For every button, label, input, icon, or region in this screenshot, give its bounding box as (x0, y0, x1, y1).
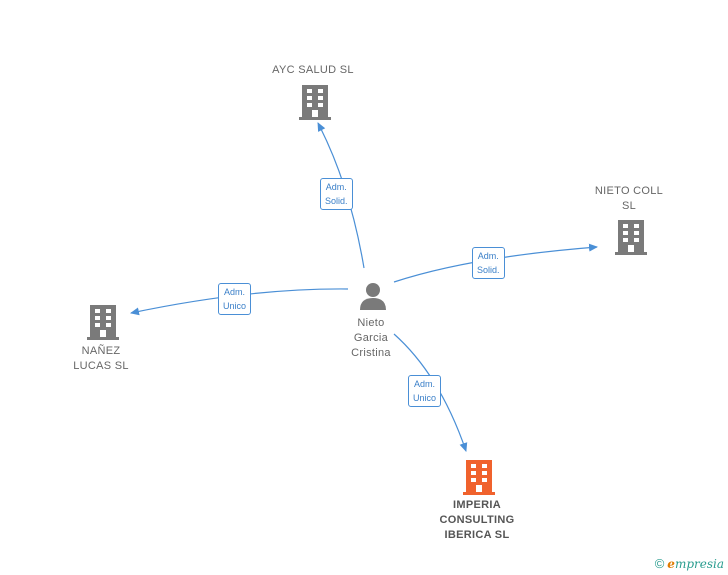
person-name-line-1: Nieto (357, 317, 385, 329)
company-name-line-3: IBERICA SL (444, 529, 510, 541)
company-name-line-2: CONSULTING (439, 514, 515, 526)
person-name-line-2: Garcia (353, 332, 389, 344)
company-label-nanez-lucas[interactable]: NAÑEZ LUCAS SL (56, 344, 146, 374)
empresia-logo: empresia (667, 557, 724, 571)
edge-label-nieto-coll[interactable]: Adm. Solid. (472, 247, 505, 279)
company-name-line-1: NAÑEZ (81, 345, 121, 357)
brand-rest: mpresia (674, 557, 724, 571)
company-name-line-2: SL (621, 200, 637, 212)
person-label[interactable]: Nieto Garcia Cristina (331, 316, 411, 361)
edge-label-line-2: Solid. (477, 265, 500, 275)
building-icon-imperia-consulting[interactable] (463, 459, 495, 495)
company-name-line-1: NIETO COLL (594, 185, 664, 197)
edge-label-line-2: Solid. (325, 196, 348, 206)
building-icon-nieto-coll[interactable] (615, 219, 647, 255)
edge-label-nanez[interactable]: Adm. Unico (218, 283, 252, 315)
copyright-symbol: © (654, 556, 665, 571)
company-name-line-1: IMPERIA (453, 499, 501, 511)
brand-initial: e (667, 557, 675, 571)
company-label-nieto-coll[interactable]: NIETO COLL SL (584, 184, 674, 214)
company-label-ayc-salud[interactable]: AYC SALUD SL (253, 63, 373, 78)
edge-label-line-1: Adm. (477, 251, 499, 261)
building-icon-nanez-lucas[interactable] (87, 304, 119, 340)
company-name-line-1: AYC SALUD SL (272, 64, 354, 76)
edge-label-ayc[interactable]: Adm. Solid. (320, 178, 353, 210)
empresia-watermark: ©empresia (655, 556, 724, 571)
edge-label-line-1: Adm. (224, 287, 246, 297)
edge-label-line-2: Unico (413, 393, 437, 403)
person-icon[interactable] (358, 281, 388, 311)
building-icon-ayc-salud[interactable] (299, 84, 331, 120)
edge-label-line-2: Unico (223, 301, 247, 311)
edge-label-line-1: Adm. (414, 379, 436, 389)
edge-label-imperia[interactable]: Adm. Unico (408, 375, 442, 407)
company-label-imperia-consulting[interactable]: IMPERIA CONSULTING IBERICA SL (416, 498, 538, 543)
company-name-line-2: LUCAS SL (73, 360, 129, 372)
edge-label-line-1: Adm. (325, 182, 347, 192)
person-name-line-3: Cristina (351, 347, 391, 359)
